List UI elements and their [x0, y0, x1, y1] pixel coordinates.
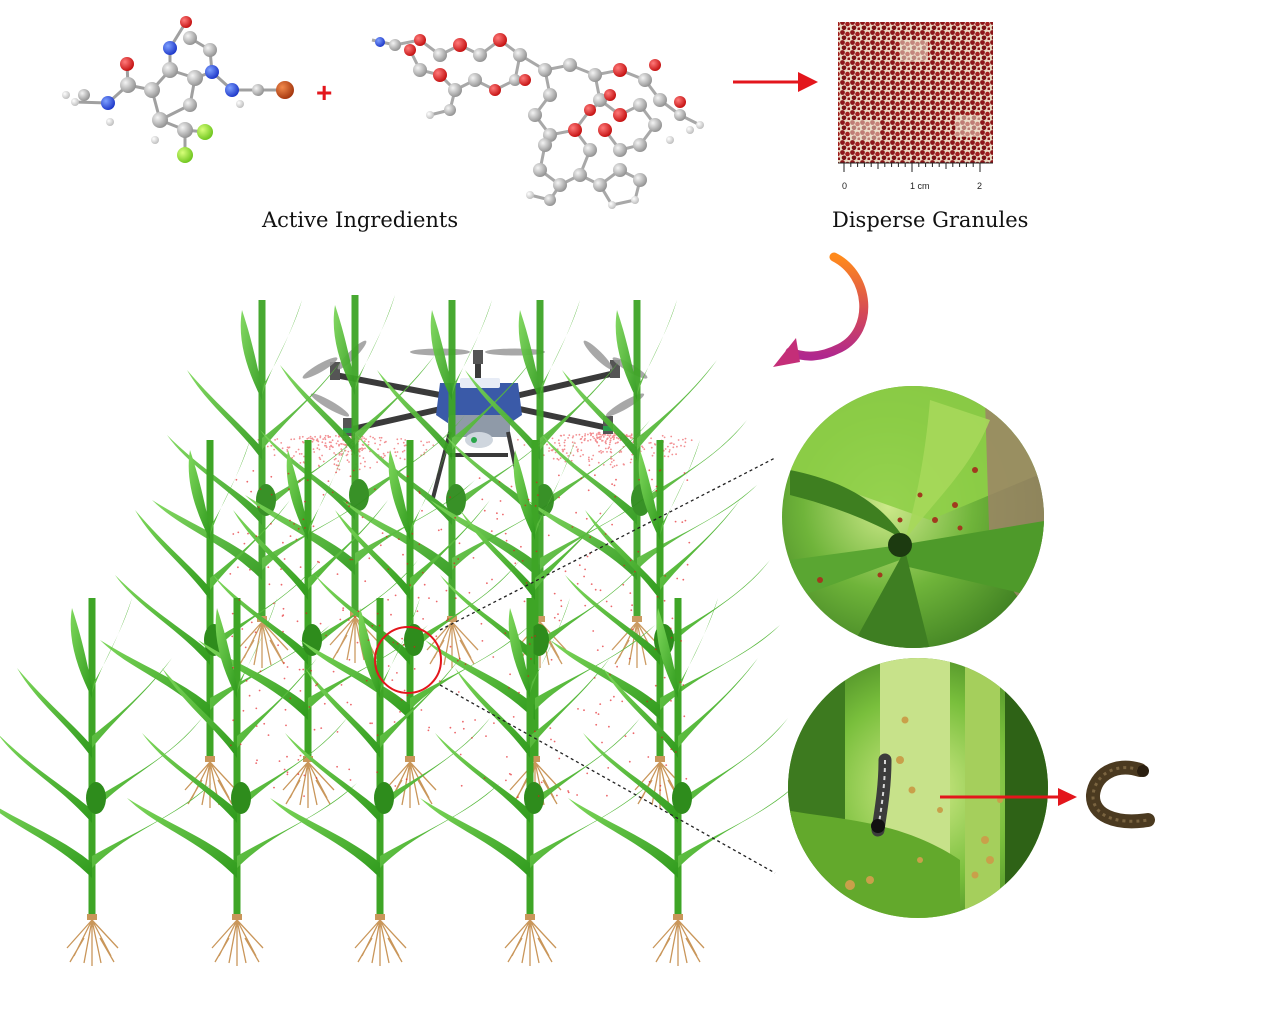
scale-label-2: 2 — [977, 181, 982, 191]
spray-drone-icon — [257, 340, 693, 499]
molecule-ball-stick-icon — [62, 16, 294, 163]
granules-photo — [838, 22, 993, 163]
disperse-granules-caption: Disperse Granules — [832, 208, 1029, 232]
arrow-to-larva — [940, 788, 1077, 806]
corn-field — [0, 295, 798, 966]
zoom-photo-leaf-whorl — [782, 386, 1044, 648]
highlight-circle — [374, 626, 442, 694]
scale-bar: 0 1 cm 2 — [838, 162, 993, 191]
curved-arrow — [773, 252, 869, 367]
scale-label-1cm: 1 cm — [910, 181, 930, 191]
plus-operator: + — [316, 77, 332, 108]
arrow-to-granules — [733, 72, 818, 92]
zoom-photo-larva-on-stalk — [788, 658, 1048, 918]
caterpillar-icon — [1086, 760, 1155, 829]
active-ingredients-caption: Active Ingredients — [262, 208, 459, 232]
zoom-connector-lines — [439, 457, 776, 874]
scale-label-0: 0 — [842, 181, 847, 191]
molecule-ball-stick-icon — [371, 33, 704, 209]
